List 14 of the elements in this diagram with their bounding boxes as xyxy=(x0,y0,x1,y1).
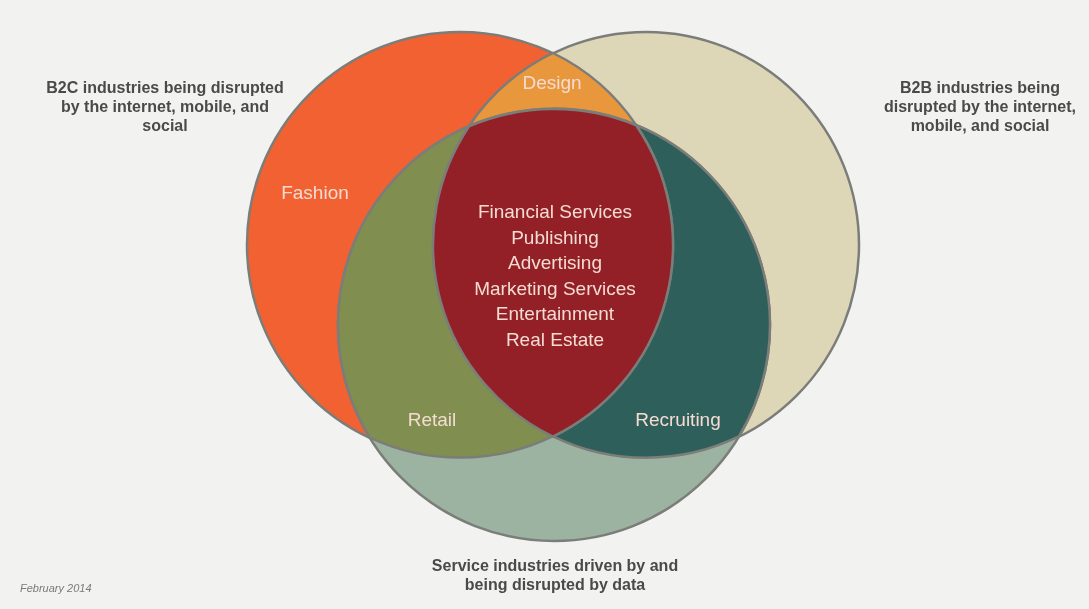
industry-label: Entertainment xyxy=(495,303,615,326)
region-label: Fashion xyxy=(281,182,349,205)
source-note: February 2014 xyxy=(20,582,92,594)
circle-heading: B2C industries being disrupted by the internet, mobile, and social xyxy=(45,78,285,136)
circle-heading: B2B industries being disrupted by the internet, mobile, and social xyxy=(883,78,1077,136)
region-label: Retail xyxy=(407,409,457,432)
industry-label: Publishing xyxy=(511,226,599,250)
industry-label: Real Estate xyxy=(505,328,605,352)
region-label: Design xyxy=(522,72,582,95)
circle-heading: Service industries driven by and being disrupted by data xyxy=(430,556,680,595)
industry-label: Advertising xyxy=(508,252,602,275)
industry-label: Financial Services xyxy=(477,201,633,224)
region-label: Recruiting xyxy=(635,409,721,432)
industry-label: Marketing Services xyxy=(474,277,636,301)
